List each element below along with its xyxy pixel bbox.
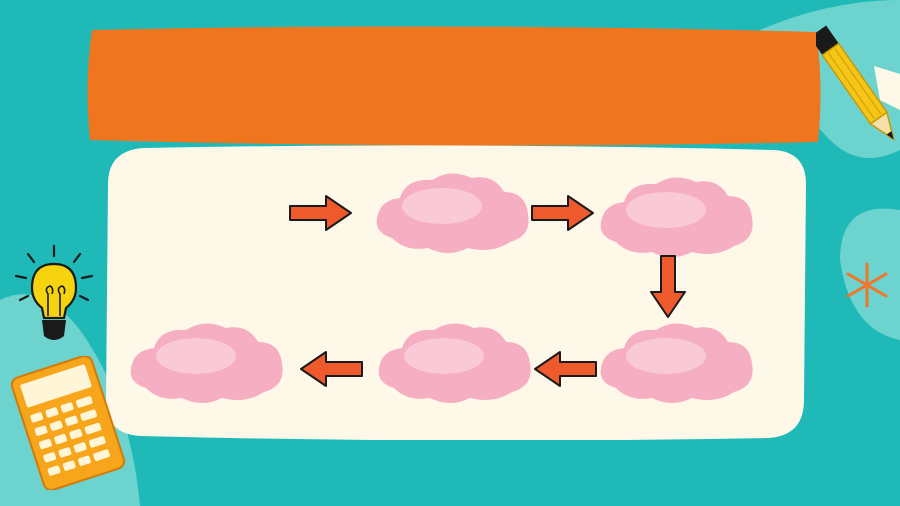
step-cloud-4 — [374, 318, 534, 408]
step-label — [596, 172, 756, 262]
step-cloud-5 — [126, 318, 286, 408]
star-icon — [846, 262, 888, 308]
cloud-icon — [600, 177, 753, 257]
cloud-icon — [378, 323, 531, 403]
arrow-down-icon — [650, 255, 686, 318]
paper-corner-icon — [874, 66, 900, 110]
cloud-icon — [600, 323, 753, 403]
step-label — [374, 318, 534, 408]
arrow-left-icon — [300, 351, 363, 387]
calculator-icon — [10, 356, 126, 490]
arrow-right-icon — [289, 195, 352, 231]
cloud-icon — [130, 323, 283, 403]
arrow-left-icon — [534, 351, 597, 387]
step-label — [596, 318, 756, 408]
step-cloud-3 — [596, 318, 756, 408]
cloud-icon — [376, 173, 529, 253]
pencil-icon — [816, 25, 895, 142]
header-band — [87, 26, 821, 146]
step-cloud-1 — [372, 168, 532, 258]
step-label — [372, 168, 532, 258]
arrow-right-icon — [531, 195, 594, 231]
step-cloud-2 — [596, 172, 756, 262]
bg-shape-right — [840, 208, 900, 340]
step-label — [126, 318, 286, 408]
light-bulb-icon — [14, 244, 94, 340]
